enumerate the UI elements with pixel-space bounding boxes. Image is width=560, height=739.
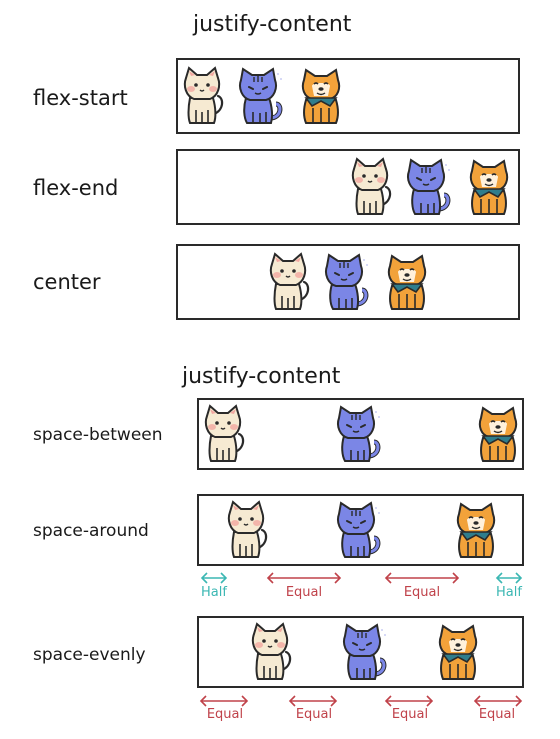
- orange-dog-icon: [475, 406, 521, 464]
- half-gap-arrow: [200, 572, 228, 584]
- orange-dog-icon: [298, 68, 344, 126]
- cream-cat-icon: [248, 622, 294, 682]
- cream-cat-icon: [224, 500, 270, 560]
- flex-end-container: [176, 149, 520, 225]
- equal-gap-arrow: [266, 572, 342, 584]
- orange-dog-icon: [453, 502, 499, 560]
- space-between-container: [197, 398, 524, 470]
- row-label-center: center: [33, 270, 101, 294]
- blue-cat-icon: [236, 67, 283, 126]
- equal-gap-arrow: [384, 695, 434, 707]
- blue-cat-icon: [404, 158, 451, 217]
- row-label-flex-start: flex-start: [33, 86, 128, 110]
- equal-gap-label: Equal: [391, 707, 429, 722]
- equal-gap-label: Equal: [206, 707, 244, 722]
- cream-cat-icon: [348, 157, 394, 217]
- cream-cat-icon: [266, 252, 312, 312]
- cream-cat-icon: [180, 66, 226, 126]
- half-gap-label: Half: [201, 585, 227, 600]
- equal-gap-arrow: [199, 695, 249, 707]
- blue-cat-icon: [340, 623, 387, 682]
- cream-cat-icon: [201, 404, 247, 464]
- half-gap-arrow: [495, 572, 523, 584]
- equal-gap-label: Equal: [478, 707, 516, 722]
- row-label-space-evenly: space-evenly: [33, 645, 146, 665]
- row-label-space-between: space-between: [33, 425, 163, 445]
- orange-dog-icon: [384, 254, 430, 312]
- half-gap-label: Half: [496, 585, 522, 600]
- row-label-space-around: space-around: [33, 521, 149, 541]
- equal-gap-arrow: [384, 572, 460, 584]
- row-label-flex-end: flex-end: [33, 176, 119, 200]
- section-1-heading: justify-content: [193, 12, 352, 37]
- equal-gap-label: Equal: [295, 707, 333, 722]
- flex-start-container: [176, 58, 520, 134]
- equal-gap-label: Equal: [285, 585, 323, 600]
- blue-cat-icon: [322, 253, 369, 312]
- space-evenly-container: [197, 616, 524, 688]
- blue-cat-icon: [334, 405, 381, 464]
- equal-gap-arrow: [288, 695, 338, 707]
- orange-dog-icon: [435, 624, 481, 682]
- space-around-container: [197, 494, 524, 566]
- center-container: [176, 244, 520, 320]
- equal-gap-label: Equal: [403, 585, 441, 600]
- blue-cat-icon: [334, 501, 381, 560]
- section-2-heading: justify-content: [182, 364, 341, 389]
- orange-dog-icon: [466, 159, 512, 217]
- equal-gap-arrow: [473, 695, 523, 707]
